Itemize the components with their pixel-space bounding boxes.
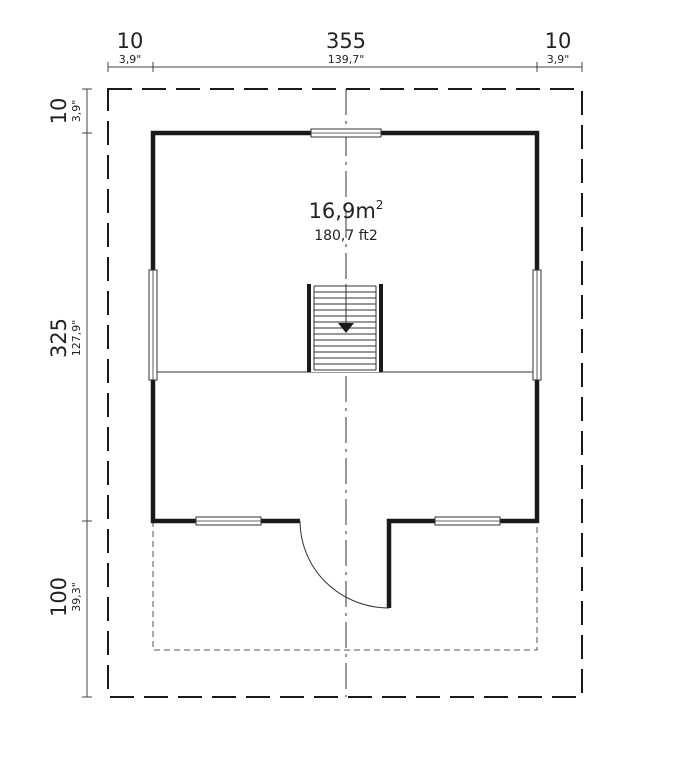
- terrace-outline: [152, 521, 538, 651]
- left-dim-middle-cm: 325: [47, 318, 71, 358]
- door-swing: [299, 520, 390, 609]
- top-dim-right-cm: 10: [545, 29, 572, 53]
- top-dim-right-in: 3,9": [547, 53, 570, 66]
- window-bottom-left: [195, 516, 262, 526]
- left-dim-bottom-in: 39,3": [70, 582, 83, 612]
- room-area: 16,9m2: [309, 198, 384, 223]
- left-dim-bottom-cm: 100: [47, 577, 71, 617]
- left-dimension-line: [82, 88, 92, 698]
- roof-outline: [107, 88, 583, 698]
- top-dim-middle-in: 139,7": [328, 53, 365, 66]
- stair-arrow-icon: [338, 323, 354, 333]
- left-dim-top-in: 3,9": [70, 100, 83, 123]
- window-bottom-right: [434, 516, 501, 526]
- window-right: [532, 269, 542, 381]
- window-left: [148, 269, 158, 381]
- top-dimension-line: [107, 62, 583, 72]
- top-dim-middle-cm: 355: [326, 29, 366, 53]
- room-area-superscript: 2: [376, 198, 384, 212]
- window-top: [310, 128, 382, 138]
- room-area-value: 16,9m: [309, 199, 376, 223]
- top-dim-left-cm: 10: [117, 29, 144, 53]
- top-dim-left-in: 3,9": [119, 53, 142, 66]
- left-dim-middle-in: 127,9": [70, 320, 83, 357]
- left-dim-top-cm: 10: [47, 98, 71, 125]
- room-area-ft: 180,7 ft2: [314, 228, 378, 244]
- walls: [150, 130, 540, 608]
